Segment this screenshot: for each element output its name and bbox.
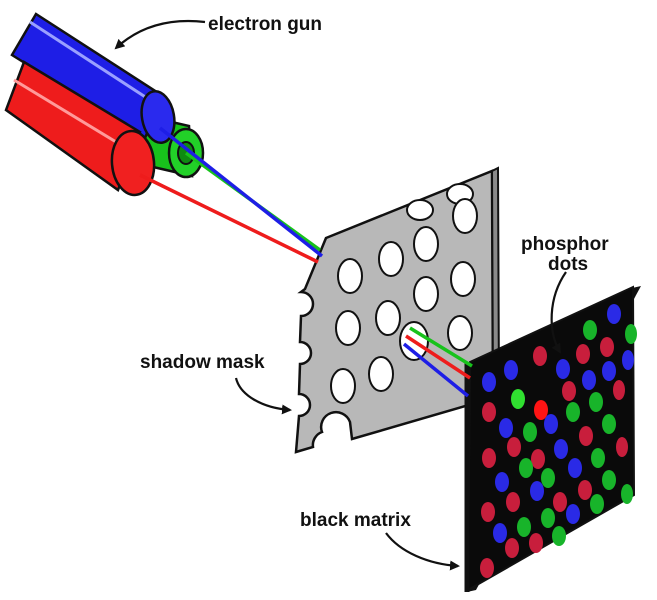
phosphor-dots bbox=[480, 304, 637, 578]
electron-beams-outgoing bbox=[402, 326, 473, 398]
shadow-mask bbox=[294, 166, 501, 454]
red-gun bbox=[4, 60, 156, 197]
electron-beams-incoming bbox=[139, 126, 324, 264]
electron-gun-label: electron gun bbox=[208, 14, 322, 35]
callout-arrows bbox=[114, 19, 567, 571]
shadow-mask-label: shadow mask bbox=[140, 352, 265, 373]
shadow-mask-arrow bbox=[234, 377, 292, 415]
electron-gun bbox=[4, 12, 205, 197]
phosphor-label-line1: phosphor bbox=[521, 234, 609, 255]
labels: electron gun shadow mask phosphor dots b… bbox=[140, 14, 609, 531]
phosphor-dots-arrow bbox=[550, 271, 567, 354]
black-matrix-arrow bbox=[385, 532, 460, 571]
electron-gun-arrow bbox=[114, 19, 206, 50]
mask-holes bbox=[330, 198, 478, 404]
black-matrix-label: black matrix bbox=[300, 510, 411, 531]
phosphor-label-line2: dots bbox=[548, 254, 588, 275]
